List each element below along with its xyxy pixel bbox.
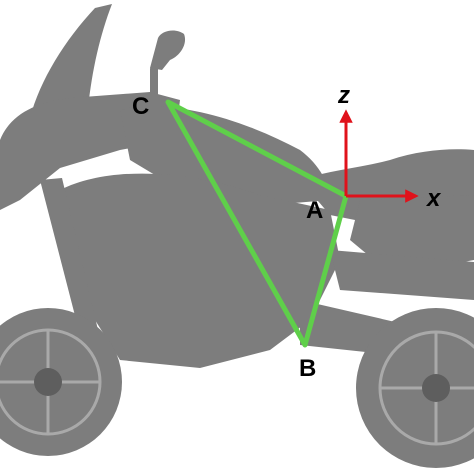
z-axis-label: z: [337, 82, 350, 109]
point-label-a: A: [306, 197, 323, 224]
motorcycle-silhouette-icon: [0, 4, 474, 468]
wheel-hubs: [34, 368, 450, 402]
x-axis-label: x: [425, 185, 442, 212]
point-label-b: B: [299, 355, 316, 382]
triangle-abc: [165, 99, 349, 348]
rear-hub: [422, 374, 450, 402]
front-hub: [34, 368, 62, 396]
point-label-c: C: [132, 93, 149, 120]
